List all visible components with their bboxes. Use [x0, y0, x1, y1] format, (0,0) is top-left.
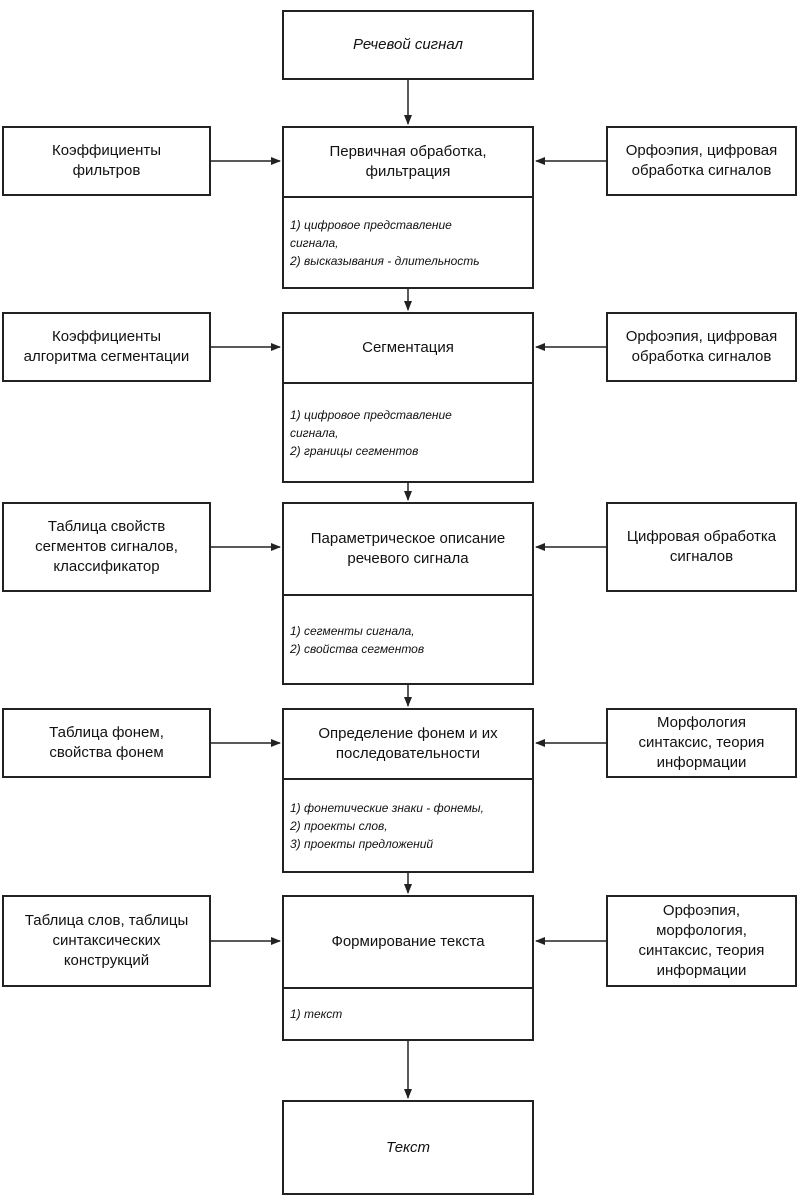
end-label: Текст [386, 1138, 430, 1156]
input-box-left: Таблица фонем, свойства фонем [2, 708, 211, 778]
end-box: Текст [282, 1100, 534, 1195]
output-line: сигнала, [290, 425, 339, 440]
input-box-left: Таблица слов, таблицы синтаксических кон… [2, 895, 211, 987]
stage-block-parametric: Параметрическое описание речевого сигнал… [282, 502, 534, 685]
output-line: 2) свойства сегментов [290, 641, 425, 656]
output-line: 3) проекты предложений [290, 836, 434, 851]
output-line: 1) сегменты сигнала, [290, 623, 415, 638]
stage-block-filtering: Первичная обработка, фильтрация 1) цифро… [282, 126, 534, 289]
output-line: 2) проекты слов, [290, 818, 388, 833]
input-box-left: Таблица свойств сегментов сигналов, клас… [2, 502, 211, 592]
output-line: 1) текст [290, 1007, 343, 1021]
stage-block-text-forming: Формирование текста 1) текст [282, 895, 534, 1041]
stage-outputs: 1) цифровое представление сигнала, 2) вы… [284, 198, 532, 287]
output-line: 1) цифровое представление [290, 217, 452, 232]
input-box-right: Орфоэпия, цифровая обработка сигналов [606, 126, 797, 196]
stage-block-segmentation: Сегментация 1) цифровое представление си… [282, 312, 534, 483]
start-label: Речевой сигнал [353, 36, 463, 53]
input-box-left: Коэффициенты фильтров [2, 126, 211, 196]
stage-title: Формирование текста [284, 897, 532, 989]
stage-outputs: 1) фонетические знаки - фонемы, 2) проек… [284, 780, 532, 871]
stage-title: Определение фонем и их последовательност… [284, 710, 532, 780]
stage-block-phonemes: Определение фонем и их последовательност… [282, 708, 534, 873]
input-box-right: Цифровая обработка сигналов [606, 502, 797, 592]
stage-title: Параметрическое описание речевого сигнал… [284, 504, 532, 596]
stage-outputs: 1) цифровое представление сигнала, 2) гр… [284, 384, 532, 481]
input-box-left: Коэффициенты алгоритма сегментации [2, 312, 211, 382]
output-line: 2) высказывания - длительность [290, 253, 480, 268]
output-line: сигнала, [290, 235, 339, 250]
stage-outputs: 1) текст [284, 989, 532, 1039]
stage-title: Первичная обработка, фильтрация [284, 128, 532, 198]
output-line: 1) цифровое представление [290, 407, 452, 422]
input-box-right: Морфология синтаксис, теория информации [606, 708, 797, 778]
stage-outputs: 1) сегменты сигнала, 2) свойства сегмент… [284, 596, 532, 683]
start-box: Речевой сигнал [282, 10, 534, 80]
input-box-right: Орфоэпия, цифровая обработка сигналов [606, 312, 797, 382]
input-box-right: Орфоэпия, морфология, синтаксис, теория … [606, 895, 797, 987]
output-line: 2) границы сегментов [290, 443, 419, 458]
output-line: 1) фонетические знаки - фонемы, [290, 800, 484, 815]
stage-title: Сегментация [284, 314, 532, 384]
arrows [211, 80, 606, 1099]
